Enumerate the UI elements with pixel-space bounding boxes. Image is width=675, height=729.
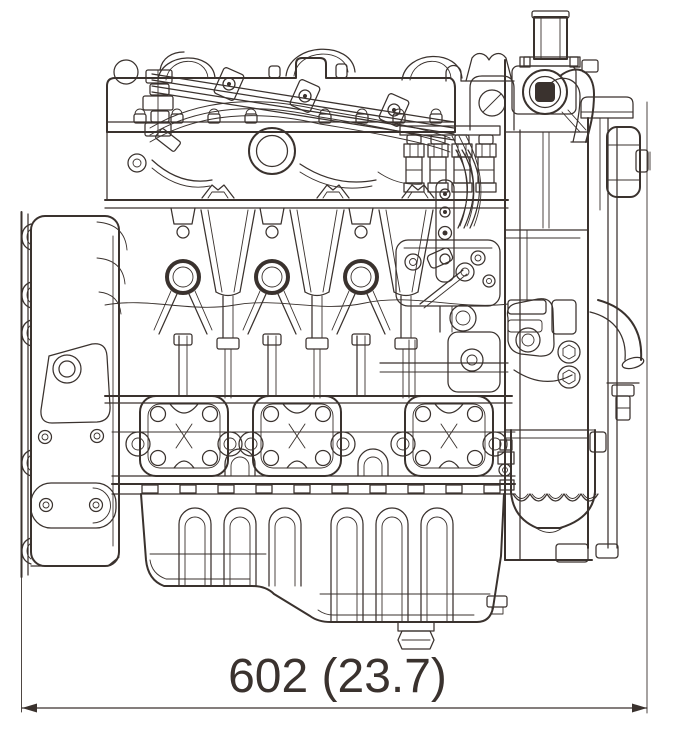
- breather-bracket: [465, 52, 513, 82]
- housing-lugs: [21, 223, 32, 565]
- turbo-inlet-port: [535, 82, 555, 102]
- high-pressure-pipes: [149, 73, 455, 153]
- drain-plug: [397, 621, 435, 650]
- injector-feed-pipes: [451, 135, 482, 229]
- block-webbing-and-core-plugs: [153, 207, 434, 399]
- valve-cover: [106, 52, 515, 133]
- oil-pan: [111, 483, 516, 650]
- cylinder-head: [106, 127, 435, 201]
- water-pipe: [597, 299, 643, 361]
- fuel-injection-lines: [142, 48, 463, 153]
- cup-scallops: [512, 493, 599, 502]
- damper-stub: [635, 149, 649, 173]
- banjo-fitting-stack: [142, 51, 185, 152]
- dimension-arrow-right: [632, 703, 647, 713]
- dimension-label: 602 (23.7): [228, 650, 447, 703]
- hex-bolts: [557, 340, 581, 389]
- front-plate: [580, 96, 651, 549]
- injector-clamp-strap: [435, 179, 455, 283]
- pipe-clamps: [213, 67, 410, 127]
- injectors: [403, 134, 497, 193]
- flywheel-housing: [20, 211, 120, 578]
- intake-elbow-hose: [549, 68, 595, 143]
- breather-cup: [497, 429, 607, 533]
- dimension-annotation: [21, 101, 648, 714]
- dimension-arrow-left: [22, 703, 37, 713]
- injection-pump: [395, 239, 501, 333]
- mounting-flange-plates: [111, 395, 516, 477]
- injector-bank: [399, 125, 501, 283]
- damper-box: [606, 126, 641, 198]
- manifold-wing-details: [201, 184, 435, 199]
- pan-rail-bolts: [141, 484, 501, 494]
- pan-ribs: [178, 507, 454, 623]
- lifting-bracket: [469, 75, 515, 131]
- engine-mount-bracket: [506, 298, 555, 357]
- gear-case: [504, 59, 619, 563]
